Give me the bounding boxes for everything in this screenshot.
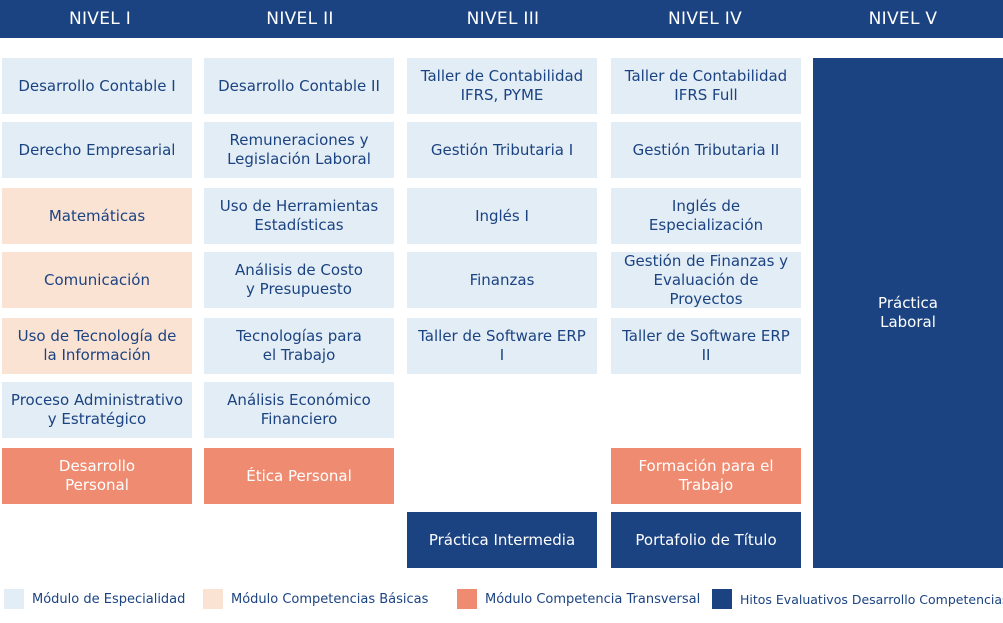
module-derecho-empresarial: Derecho Empresarial [2,122,192,178]
legend-swatch-transversal [457,589,477,609]
module-taller-erp-1: Taller de Software ERP I [407,318,597,374]
module-matematicas: Matemáticas [2,188,192,244]
legend-swatch-especialidad [4,589,24,609]
module-formacion-trabajo: Formación para el Trabajo [611,448,801,504]
module-practica-laboral: Práctica Laboral [813,58,1003,568]
module-gestion-finanzas: Gestión de Finanzas y Evaluación de Proy… [611,252,801,308]
legend-label-transversal: Módulo Competencia Transversal [485,591,701,607]
module-remuneraciones: Remuneraciones y Legislación Laboral [204,122,394,178]
levels-header: NIVEL I NIVEL II NIVEL III NIVEL IV NIVE… [0,0,1003,38]
level-4-header: NIVEL IV [667,9,743,29]
module-practica-intermedia: Práctica Intermedia [407,512,597,568]
module-portafolio-titulo: Portafolio de Título [611,512,801,568]
legend-hitos: Hitos Evaluativos Desarrollo Competencia… [712,588,1003,610]
module-tecnologias-trabajo: Tecnologías para el Trabajo [204,318,394,374]
module-desarrollo-contable-1: Desarrollo Contable I [2,58,192,114]
module-desarrollo-contable-2: Desarrollo Contable II [204,58,394,114]
module-analisis-economico: Análisis Económico Financiero [204,382,394,438]
legend-label-hitos: Hitos Evaluativos Desarrollo Competencia… [740,591,1003,607]
module-taller-erp-2: Taller de Software ERP II [611,318,801,374]
module-taller-ifrs-full: Taller de Contabilidad IFRS Full [611,58,801,114]
legend-label-basicas: Módulo Competencias Básicas [231,591,429,607]
module-desarrollo-personal: Desarrollo Personal [2,448,192,504]
module-analisis-costo: Análisis de Costo y Presupuesto [204,252,394,308]
level-3-header: NIVEL III [466,9,540,29]
legend-basicas: Módulo Competencias Básicas [203,588,428,610]
legend-swatch-basicas [203,589,223,609]
module-proceso-administrativo: Proceso Administrativo y Estratégico [2,382,192,438]
module-gestion-tributaria-2: Gestión Tributaria II [611,122,801,178]
level-5-header: NIVEL V [868,9,938,29]
module-ingles-especializacion: Inglés de Especialización [611,188,801,244]
module-ingles-1: Inglés I [407,188,597,244]
module-etica-personal: Ética Personal [204,448,394,504]
module-uso-tecnologia: Uso de Tecnología de la Información [2,318,192,374]
legend-transversal: Módulo Competencia Transversal [457,588,700,610]
level-2-header: NIVEL II [266,9,334,29]
module-gestion-tributaria-1: Gestión Tributaria I [407,122,597,178]
module-herramientas-estadisticas: Uso de Herramientas Estadísticas [204,188,394,244]
level-1-header: NIVEL I [68,9,132,29]
module-finanzas: Finanzas [407,252,597,308]
module-comunicacion: Comunicación [2,252,192,308]
module-taller-ifrs-pyme: Taller de Contabilidad IFRS, PYME [407,58,597,114]
legend-label-especialidad: Módulo de Especialidad [32,591,186,607]
legend-especialidad: Módulo de Especialidad [4,588,185,610]
legend-swatch-hitos [712,589,732,609]
